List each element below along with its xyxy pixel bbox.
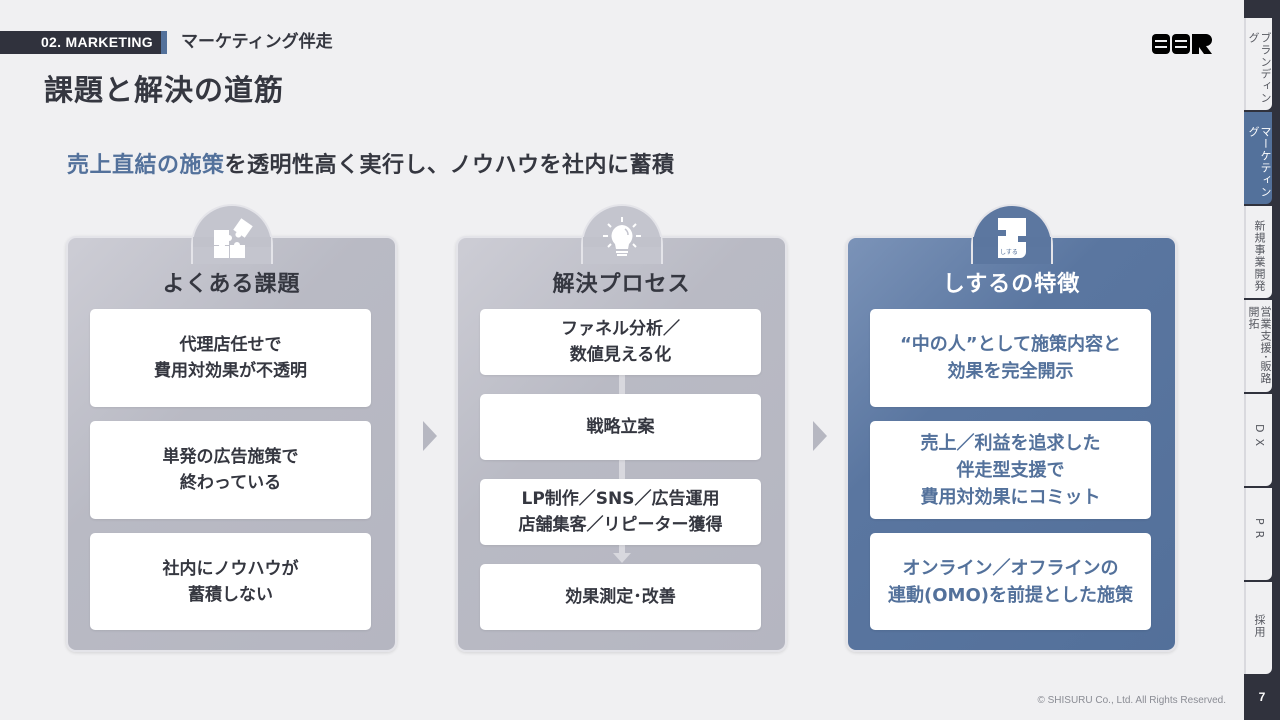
process-connector [619,374,625,394]
section-subtitle: マーケティング伴走 [181,32,333,52]
shisuru-logo-icon: しする [997,218,1026,258]
section-tag: 02. MARKETING [0,31,167,54]
flow-arrow-icon [423,421,437,451]
sidebar-tab-label: ブランディング [1247,32,1272,104]
page-title: 課題と解決の道筋 [44,73,285,107]
challenge-card: 代理店任せで費用対効果が不透明 [90,309,371,407]
sidebar-tab-label: 営業支援･販路開拓 [1247,306,1272,385]
process-step: ファネル分析／数値見える化 [480,309,761,375]
process-step: LP制作／SNS／広告運用店舗集客／リピーター獲得 [480,479,761,545]
process-step: 戦略立案 [480,394,761,460]
sidebar-tab-pr[interactable]: PR [1244,488,1272,580]
lead-rest: を透明性高く実行し、ノウハウを社内に蓄積 [224,153,675,178]
column-title: しするの特徴 [942,272,1081,297]
column-tab-join [192,237,271,247]
process-connector [619,544,625,554]
sidebar-tab-marketing[interactable]: マーケティング [1244,112,1272,204]
process-connector [619,459,625,479]
sidebar-tab-recruiting[interactable]: 採用 [1244,582,1272,674]
sidebar-tab-label: 採用 [1253,614,1266,638]
puzzle-icon [213,218,253,258]
sidebar-tab-new-business[interactable]: 新規事業開発 [1244,206,1272,298]
challenge-card: 単発の広告施策で終わっている [90,421,371,519]
process-step: 効果測定･改善 [480,564,761,630]
sidebar-tab-label: マーケティング [1247,126,1272,198]
feature-card: オンライン／オフラインの連動(OMO)を前提とした施策 [870,533,1151,630]
column-process: 解決プロセス ファネル分析／数値見える化 戦略立案 LP制作／SNS／広告運用店… [456,204,787,652]
sidebar-tab-label: DX [1253,424,1266,453]
ssr-logo [1152,34,1212,54]
sidebar-tab-dx[interactable]: DX [1244,394,1272,486]
column-title: よくある課題 [162,272,301,297]
shisuru-logo-label: しする [1000,249,1018,256]
lead-statement: 売上直結の施策を透明性高く実行し、ノウハウを社内に蓄積 [67,147,675,179]
sidebar-tab-label: 新規事業開発 [1253,220,1266,292]
column-features: しする しするの特徴 “中の人”として施策内容と効果を完全開示 売上／利益を追求… [846,204,1177,652]
feature-card: “中の人”として施策内容と効果を完全開示 [870,309,1151,407]
sidebar-tab-branding[interactable]: ブランディング [1244,18,1272,110]
sidebar-tab-label: PR [1253,518,1266,545]
challenge-card: 社内にノウハウが蓄積しない [90,533,371,630]
page-number: 7 [1258,690,1266,704]
process-arrow-icon [613,553,631,563]
lightbulb-icon [602,217,641,256]
sidebar-tab-sales-support[interactable]: 営業支援･販路開拓 [1244,300,1272,392]
column-challenges: よくある課題 代理店任せで費用対効果が不透明 単発の広告施策で終わっている 社内… [66,204,397,652]
copyright: © SHISURU Co., Ltd. All Rights Reserved. [1037,695,1226,706]
feature-card: 売上／利益を追求した伴走型支援で費用対効果にコミット [870,421,1151,519]
lead-highlight: 売上直結の施策 [67,153,225,178]
flow-arrow-icon [813,421,827,451]
column-title: 解決プロセス [552,272,691,297]
